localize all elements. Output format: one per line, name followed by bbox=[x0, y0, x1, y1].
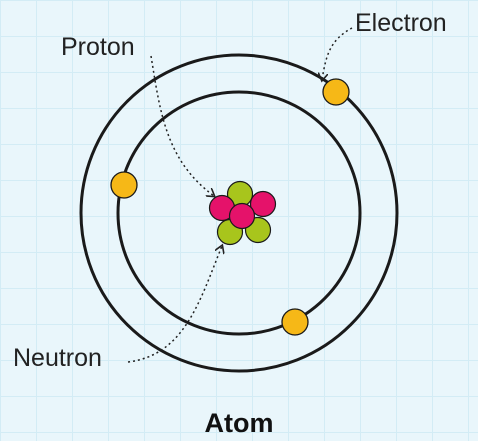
electron-label: Electron bbox=[355, 9, 447, 37]
proton-center bbox=[230, 204, 255, 229]
electron-left bbox=[111, 172, 137, 198]
neutron-label: Neutron bbox=[13, 344, 102, 372]
diagram-title: Atom bbox=[205, 408, 274, 438]
electron-bottom bbox=[282, 309, 308, 335]
proton-label: Proton bbox=[61, 33, 135, 61]
electron-outer-orbit bbox=[323, 79, 349, 105]
